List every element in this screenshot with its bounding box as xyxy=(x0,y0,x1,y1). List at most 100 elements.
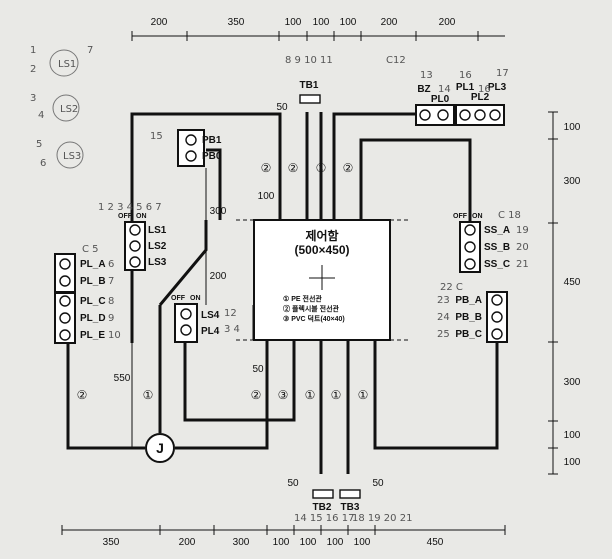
hand-14: 14 xyxy=(438,84,451,95)
ls1-label: LS1 xyxy=(148,225,167,236)
pl1-label: PL1 xyxy=(456,82,475,93)
right-dim-1: 100 xyxy=(564,122,581,133)
hand-6: 6 xyxy=(108,259,114,270)
junction-box: J xyxy=(145,433,175,463)
hand-7: 7 xyxy=(108,276,114,287)
pl-e-label: PL_E xyxy=(80,330,105,341)
hand-15: 15 xyxy=(150,131,163,142)
hand-17: 17 xyxy=(496,68,509,79)
bottom-dim-4: 100 xyxy=(273,537,290,548)
conduit-marks: ② ② ① ② ② ③ ① ① ① ② ① xyxy=(77,161,369,402)
hand-tb2-note: 14 15 16 17 xyxy=(294,513,354,524)
lv-offset: 100 xyxy=(258,191,275,202)
hand-n5: 5 xyxy=(36,139,42,150)
tb3-label: TB3 xyxy=(341,502,360,513)
conduit-top-3: ① xyxy=(316,161,327,175)
hand-ls-seq: 1 2 3 4 5 6 7 xyxy=(98,202,162,213)
pl3-label: PL3 xyxy=(488,82,507,93)
ls-pl-vert-dim: 200 xyxy=(210,271,227,282)
hand-23: 23 xyxy=(437,295,450,306)
tb2-label: TB2 xyxy=(313,502,332,513)
hand-c18: C 18 xyxy=(498,210,521,221)
pb-c-label: PB_C xyxy=(455,329,482,340)
ls4-on-label: ON xyxy=(190,295,201,302)
pb-right-block: PB_A PB_B PB_C xyxy=(455,291,508,343)
pb0-label: PB0 xyxy=(202,151,222,162)
top-dim-5: 100 xyxy=(340,17,357,28)
hand-16b: 16 xyxy=(478,84,491,95)
top-dim-1: 200 xyxy=(151,17,168,28)
bottom-dimension-line: 350 200 300 100 100 100 100 450 xyxy=(61,525,506,548)
junction-label: J xyxy=(156,440,164,456)
hand-ls1: LS1 xyxy=(58,59,76,70)
conduit-left-2: ① xyxy=(143,388,154,402)
right-dim-3: 450 xyxy=(564,277,581,288)
top-dim-2: 350 xyxy=(228,17,245,28)
pb-ls-vert-dim: 300 xyxy=(210,206,227,217)
hand-20: 20 xyxy=(516,242,529,253)
top-dim-7: 200 xyxy=(439,17,456,28)
right-dim-5: 100 xyxy=(564,430,581,441)
top-dimension-line: 200 350 100 100 100 200 200 xyxy=(131,17,505,41)
hand-12: 12 xyxy=(224,308,237,319)
hand-tb1-note: 8 9 10 11 xyxy=(285,55,333,66)
bottom-dim-5: 100 xyxy=(300,537,317,548)
ls-off-label: OFF xyxy=(118,213,133,220)
legend-flexible: ② 플렉시블 전선관 xyxy=(283,304,340,313)
hand-n2: 2 xyxy=(30,64,36,75)
ls3-label: LS3 xyxy=(148,257,167,268)
right-dim-2: 300 xyxy=(564,176,581,187)
hand-19: 19 xyxy=(516,225,529,236)
top-dim-6: 200 xyxy=(381,17,398,28)
pl-d-label: PL_D xyxy=(80,313,106,324)
right-dim-4: 300 xyxy=(564,377,581,388)
hand-ls2: LS2 xyxy=(60,104,78,115)
conduit-top-2: ② xyxy=(288,161,299,175)
conduit-top-4: ② xyxy=(343,161,354,175)
hand-13: 13 xyxy=(420,70,433,81)
bottom-dim-3: 300 xyxy=(233,537,250,548)
hand-9: 9 xyxy=(108,313,114,324)
right-dimension-line: 100 300 450 300 100 100 xyxy=(548,111,581,475)
pb-block: PB1 PB0 xyxy=(177,129,222,167)
bottom-dim-2: 200 xyxy=(179,537,196,548)
ls4-off-label: OFF xyxy=(171,295,186,302)
hand-n3: 3 xyxy=(30,93,36,104)
hand-34: 3 4 xyxy=(224,324,240,335)
right-dim-6: 100 xyxy=(564,457,581,468)
conduit-left-1: ② xyxy=(77,388,88,402)
pb1-label: PB1 xyxy=(202,135,222,146)
bz-label: BZ xyxy=(417,84,430,95)
conduit-bot-3: ① xyxy=(305,388,316,402)
pb-b-label: PB_B xyxy=(455,312,482,323)
pl4-label: PL4 xyxy=(201,326,220,337)
hand-tb3-note: 18 19 20 21 xyxy=(352,513,412,524)
bottom-dim-1: 350 xyxy=(103,537,120,548)
bz-pl-block: BZ PL0 PL1 PL2 PL3 xyxy=(415,82,507,126)
tb1-offset: 50 xyxy=(276,102,288,113)
ls2-label: LS2 xyxy=(148,241,167,252)
hand-25: 25 xyxy=(437,329,450,340)
ls4-block: OFF ON LS4 PL4 xyxy=(171,295,220,343)
ls-on-label: ON xyxy=(136,213,147,220)
tb2-tb3-terminals: TB2 TB3 50 50 xyxy=(287,478,384,513)
box-bottom-offset: 50 xyxy=(252,364,264,375)
hand-n1: 1 xyxy=(30,45,36,56)
control-box: 제어함 (500×450) ① PE 전선관 ② 플렉시블 전선관 ③ PVC … xyxy=(253,219,391,341)
pl2-label: PL2 xyxy=(471,92,490,103)
ss-b-label: SS_B xyxy=(484,242,510,253)
conduit-bot-1: ② xyxy=(251,388,262,402)
bottom-dim-7: 100 xyxy=(354,537,371,548)
control-box-title: 제어함 xyxy=(305,228,338,243)
tb2-offset: 50 xyxy=(287,478,299,489)
hand-10: 10 xyxy=(108,330,121,341)
inner-dimensions: 100 300 200 550 50 xyxy=(114,168,275,448)
bottom-dim-6: 100 xyxy=(327,537,344,548)
pb-a-label: PB_A xyxy=(455,295,482,306)
legend-pe: ① PE 전선관 xyxy=(283,294,322,303)
ls-block: OFF ON LS1 LS2 LS3 xyxy=(118,213,167,271)
tb1-terminal: TB1 50 xyxy=(276,80,321,113)
control-box-size: (500×450) xyxy=(294,243,349,257)
legend-pvc: ③ PVC 덕트(40×40) xyxy=(283,314,345,323)
